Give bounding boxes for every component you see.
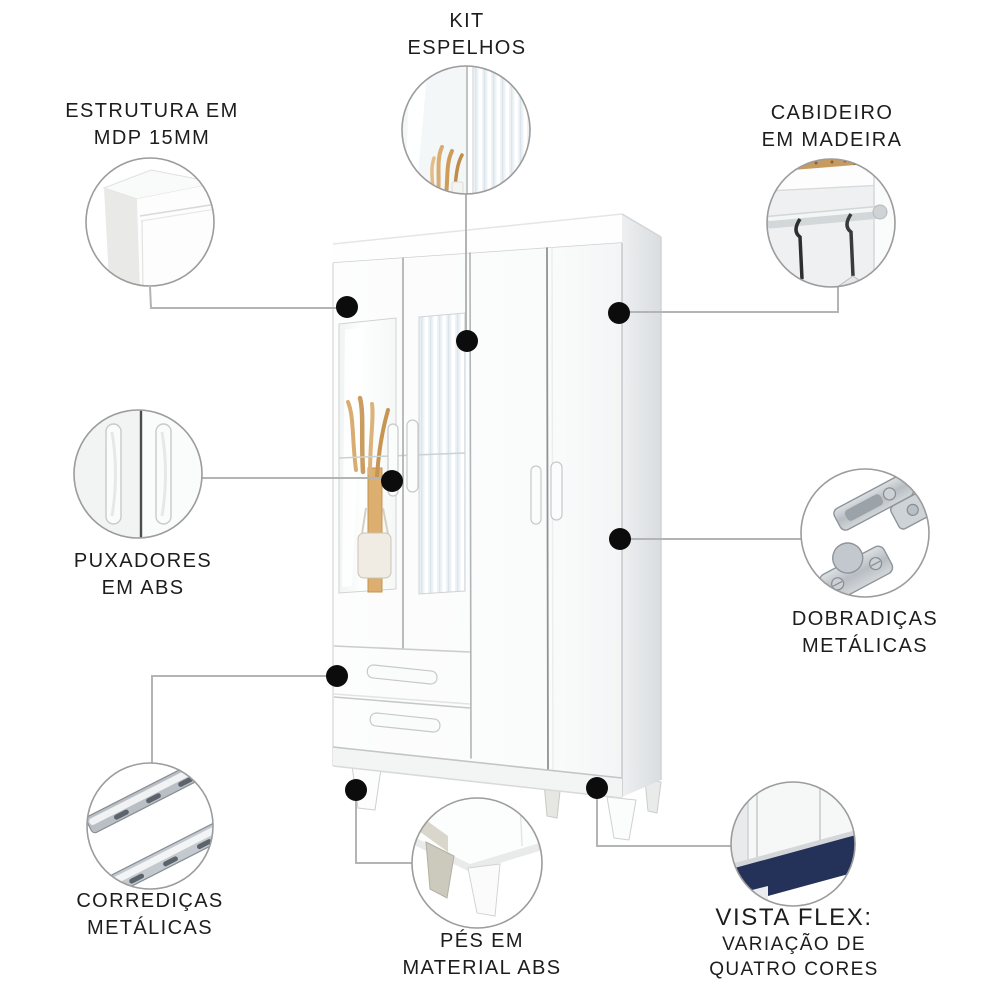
callout-label-puxadores: PUXADORES EM ABS	[73, 550, 213, 599]
vista-flex-detail-circle	[730, 781, 856, 907]
estrutura-dot	[336, 296, 358, 318]
callout-label-vista-flex-title: VISTA FLEX:	[715, 904, 873, 931]
callout-label-dobradicas: DOBRADIÇAS METÁLICAS	[791, 608, 939, 657]
drawer-section	[333, 645, 471, 733]
mirror-detail-photo	[402, 66, 530, 194]
dobradicas-detail-circle	[800, 468, 930, 598]
wooden-rod	[767, 205, 887, 229]
dobradicas-dot	[609, 528, 631, 550]
wardrobe-side-panel	[622, 214, 661, 797]
callout-label-vista-flex-sub: VARIAÇÃO DE QUATRO CORES	[709, 934, 879, 981]
pes-dot	[345, 779, 367, 801]
kit-espelhos-dot	[456, 330, 478, 352]
cabideiro-connector-line	[619, 286, 839, 313]
puxadores-dot	[381, 470, 403, 492]
pes-connector-line	[355, 790, 412, 864]
cabideiro-detail-circle	[766, 158, 896, 288]
wardrobe-front-face	[333, 243, 622, 798]
corredicas-dot	[326, 665, 348, 687]
wardrobe-plinth	[333, 747, 622, 798]
vista-flex-dot	[586, 777, 608, 799]
kit-espelhos-detail-circle	[401, 65, 531, 195]
puxadores-detail-circle	[73, 409, 203, 539]
drawer-handle-bottom	[369, 712, 441, 733]
callout-label-kit-espelhos: KIT ESPELHOS	[407, 10, 527, 59]
vista-flex-connector-line	[596, 788, 731, 847]
estrutura-connector-line	[149, 286, 347, 309]
hanging-rod-photo	[767, 159, 895, 287]
callout-label-estrutura: ESTRUTURA EM MDP 15MM	[65, 100, 239, 149]
coat-rack-reflection	[346, 395, 392, 593]
connector-lines	[149, 194, 839, 864]
wardrobe-top-panel	[333, 214, 622, 263]
estrutura-detail-circle	[85, 157, 215, 287]
mirror-door-left	[338, 317, 397, 594]
callout-label-pes: PÉS EM MATERIAL ABS	[402, 930, 562, 979]
callout-label-cabideiro: CABIDEIRO EM MADEIRA	[761, 102, 903, 151]
metal-hinge-photo	[819, 473, 929, 597]
door-handles-photo	[74, 410, 202, 538]
cabideiro-dot	[608, 302, 630, 324]
callout-label-corredicas: CORREDIÇAS METÁLICAS	[76, 890, 224, 939]
corredicas-connector-line	[151, 675, 337, 763]
feature-dots	[326, 296, 631, 801]
drawer-handle-top	[366, 664, 438, 685]
plastic-feet-photo	[412, 798, 542, 917]
wardrobe-illustration	[332, 213, 662, 841]
pes-detail-circle	[411, 797, 543, 929]
corredicas-detail-circle	[86, 762, 214, 890]
mirror-seam-line	[338, 452, 466, 459]
